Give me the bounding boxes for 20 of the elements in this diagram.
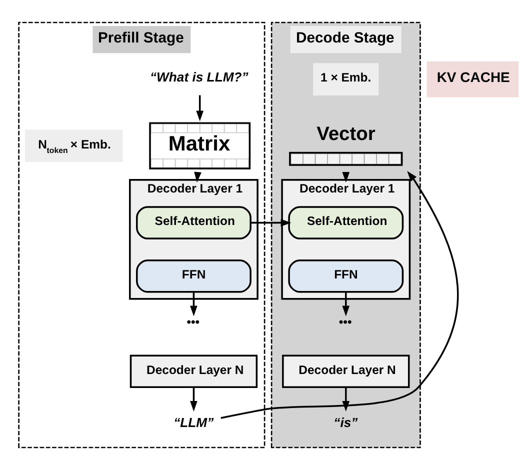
arrow [250, 219, 292, 226]
node-box: Decoder Layer N [282, 354, 410, 388]
node-box: Decoder Layer N [130, 354, 258, 388]
node-text: ••• [338, 315, 352, 330]
node-text: ••• [186, 315, 200, 330]
node-box: Self-Attention [136, 206, 252, 240]
node-box: FFN [136, 259, 252, 293]
node-label: Vector [316, 124, 376, 146]
node-text: “is” [334, 414, 358, 430]
node-box: 1 × Emb. [313, 63, 379, 96]
node-text: “LLM” [174, 414, 214, 430]
node-box: FFN [288, 259, 404, 293]
arrow [196, 95, 204, 122]
arrow [342, 292, 350, 316]
node-text: “What is LLM?” [150, 70, 248, 85]
arrow [190, 292, 198, 316]
node-box: Self-Attention [288, 206, 404, 240]
node-box: KV CACHE [426, 61, 519, 98]
arrow [342, 387, 350, 412]
arrow [190, 387, 198, 412]
